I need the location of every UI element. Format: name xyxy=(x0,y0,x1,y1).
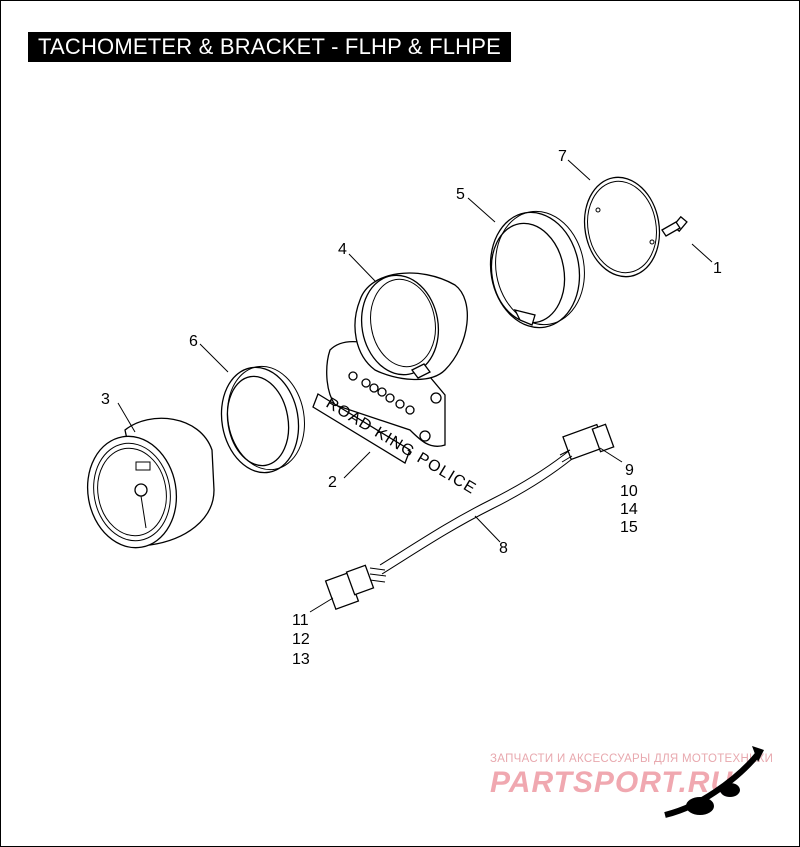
callout-14: 14 xyxy=(620,501,638,518)
callout-13: 13 xyxy=(292,651,310,668)
callout-9: 9 xyxy=(625,462,634,479)
watermark-brand: PARTSPORT.RU xyxy=(490,766,734,799)
callout-12: 12 xyxy=(292,631,310,648)
callout-1: 1 xyxy=(713,260,722,277)
leader-lines xyxy=(117,159,713,613)
callout-3: 3 xyxy=(101,391,110,408)
bezel-ring xyxy=(220,365,305,474)
callout-11: 11 xyxy=(292,612,309,629)
callouts: 1 2 3 4 5 6 7 8 9 10 14 15 11 12 13 xyxy=(101,148,722,668)
tachometer-cup-bracket xyxy=(326,272,468,447)
housing-ring xyxy=(489,210,585,329)
watermark-logo-icon xyxy=(664,746,764,818)
callout-10: 10 xyxy=(620,483,638,500)
tachometer-gauge xyxy=(86,417,215,549)
page-title: TACHOMETER & BRACKET - FLHP & FLHPE xyxy=(28,32,511,62)
callout-4: 4 xyxy=(338,241,347,258)
screw xyxy=(661,215,688,237)
callout-2: 2 xyxy=(328,474,337,491)
callout-5: 5 xyxy=(456,186,465,203)
callout-7: 7 xyxy=(558,148,567,165)
watermark-caption: ЗАПЧАСТИ И АКСЕССУАРЫ ДЛЯ МОТОТЕХНИКИ xyxy=(490,753,774,765)
callout-15: 15 xyxy=(620,519,638,536)
callout-6: 6 xyxy=(189,333,198,350)
wiring-harness xyxy=(324,423,615,611)
lens-gasket xyxy=(583,176,661,278)
callout-8: 8 xyxy=(499,540,508,557)
